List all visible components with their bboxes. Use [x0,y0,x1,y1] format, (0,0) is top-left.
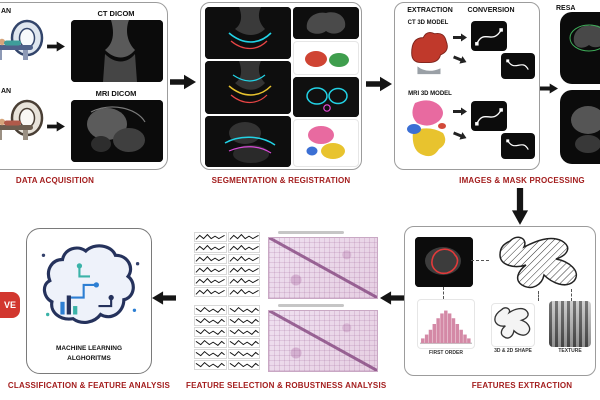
sparkline-plot [227,327,260,337]
resampling-header-cropped: RESA [556,5,576,12]
mri-scanner-icon [0,98,45,146]
mri-3d-model-image [401,99,455,161]
mri-scan-arrow-icon [47,121,65,132]
correlation-heatmap-top [268,237,378,299]
sparkline-plot [227,360,260,370]
texture-feature-image [549,301,591,347]
sparkline-plot [227,254,260,264]
seg-axial-mri-image [293,77,359,117]
dashed-connector [538,291,539,301]
sparkline-plot [227,265,260,275]
segmentation-panel [200,2,362,170]
data-acquisition-panel: AN CT DICOM AN [0,2,168,170]
resampled-ct-image [560,12,600,84]
conversion-header: CONVERSION [467,7,515,14]
classification-caption: CLASSIFICATION & FEATURE ANALYSIS [7,381,171,390]
classification-panel: MACHINE LEARNING ALGHORITMS [26,228,152,374]
processing-panel: EXTRACTION CONVERSION CT 3D MODEL [394,2,540,170]
ct-to-conv-arrow2-icon [452,53,468,67]
ct-scan-arrow-icon [47,41,65,52]
sparkline-plot [194,276,227,286]
sparkline-plot [227,232,260,242]
images-mask-processing-caption: IMAGES & MASK PROCESSING [459,176,585,185]
seg-coronal-ct-image [205,7,291,59]
sparkline-plot [194,316,227,326]
sparkline-plot [194,327,227,337]
roi-contour-image [415,237,473,287]
ct-scan-label-cropped: AN [1,8,12,15]
extraction-header: EXTRACTION [407,7,453,14]
mri-conversion-box-2 [501,133,535,159]
seg-ct-3d-models-image [293,41,359,75]
ct-dicom-label: CT DICOM [97,9,135,18]
sparkline-plot [227,243,260,253]
segmentation-caption: SEGMENTATION & REGISTRATION [211,176,351,185]
features-extraction-panel: FIRST ORDER 3D & 2D SHAPE TEXTURE [404,226,596,376]
sparkline-plot [194,254,227,264]
shape-feature-image [491,303,535,347]
heatmap-title-bottom [278,304,344,307]
seg-axial-ct-image [293,7,359,39]
ct-3d-model-image [401,28,455,76]
mri-dicom-image [71,100,163,162]
seg-mri-3d-models-image [293,119,359,167]
sparkline-plot [194,243,227,253]
data-acquisition-caption: DATA ACQUISITION [15,176,95,185]
resampled-mri-image [560,90,600,164]
seg-sagittal-image [205,116,291,167]
shape-feature-label: 3D & 2D SHAPE [494,348,532,354]
sparkline-plot [227,305,260,315]
mri-dicom-label: MRI DICOM [95,89,137,98]
mri-scan-label-cropped: AN [1,88,12,95]
sparkline-plot [194,265,227,275]
sparkline-plot [194,232,227,242]
feature-selection-caption: FEATURE SELECTION & ROBUSTNESS ANALYSIS [186,381,387,390]
mri-to-conv-arrow-icon [453,107,467,116]
mri-to-conv-arrow2-icon [452,129,468,143]
seg-coronal-mri-image [205,61,291,114]
sparkline-plot [227,349,260,359]
sparkline-plot [194,360,227,370]
arrow-features-to-selection-icon [380,290,404,306]
ct-conversion-box-2 [501,53,535,79]
ct-conversion-box-1 [471,21,507,51]
sparkline-grid-top [194,232,260,297]
mri-conversion-box-1 [471,101,507,131]
sparkline-plot [227,338,260,348]
ml-title-line2: ALGHORITMS [67,355,111,362]
ml-title-line1: MACHINE LEARNING [55,345,123,352]
sparkline-plot [227,316,260,326]
features-extraction-caption: FEATURES EXTRACTION [471,381,573,390]
ct-scanner-icon [0,18,45,66]
dashed-connector [571,289,572,301]
correlation-heatmap-bottom [268,310,378,372]
hatched-shape-image [489,231,591,293]
predictive-badge-cropped: VE [0,292,20,318]
ct-to-conv-arrow-icon [453,33,467,42]
sparkline-plot [194,305,227,315]
sparkline-plot [194,338,227,348]
arrow-acq-to-seg-icon [170,74,196,90]
arrow-proc-to-features-icon [510,188,530,226]
ml-brain-icon [35,233,145,341]
sparkline-plot [227,276,260,286]
ct-dicom-image [71,20,163,82]
sparkline-grid-bottom [194,305,260,370]
arrow-seg-to-proc-icon [366,76,392,92]
first-order-label: FIRST ORDER [429,350,463,356]
texture-feature-label: TEXTURE [558,348,582,354]
arrow-conv-to-resample-icon [540,82,558,95]
mri-3d-model-label: MRI 3D MODEL [408,91,452,97]
dashed-connector [471,260,489,261]
sparkline-plot [227,287,260,297]
sparkline-plot [194,287,227,297]
sparkline-plot [194,349,227,359]
dashed-connector [443,287,444,299]
ct-3d-model-label: CT 3D MODEL [407,20,449,26]
arrow-selection-to-classification-icon [152,290,176,306]
heatmap-title-top [278,231,344,234]
first-order-histogram [417,299,475,349]
